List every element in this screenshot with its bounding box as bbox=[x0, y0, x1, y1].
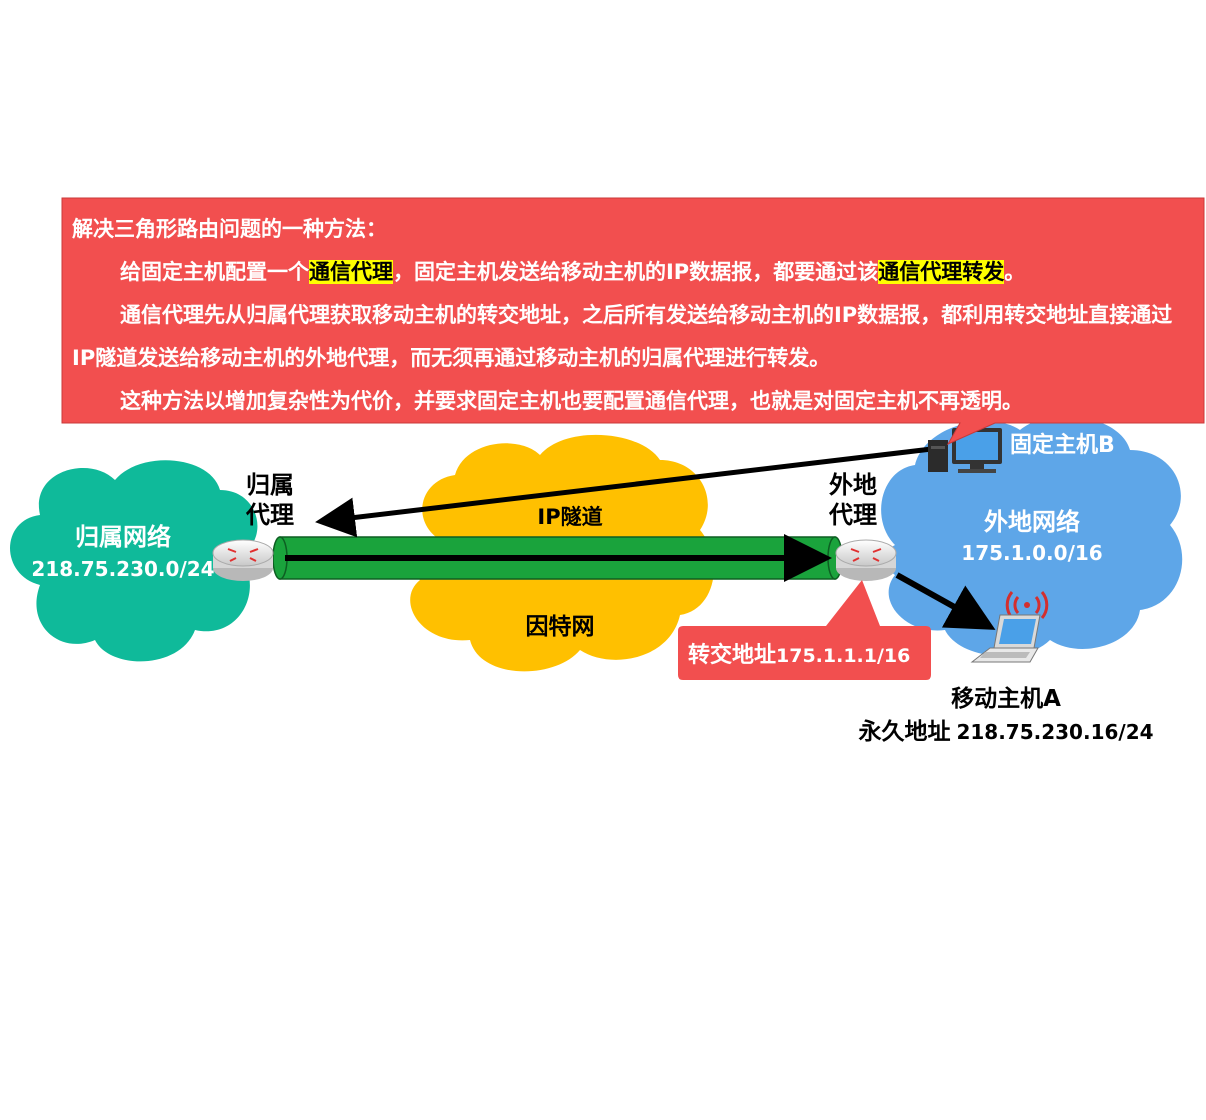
permanent-label: 永久地址 bbox=[858, 718, 950, 745]
computer-icon bbox=[928, 428, 1002, 473]
foreign-network-name: 外地网络 bbox=[984, 508, 1080, 536]
tunnel-label: IP隧道 bbox=[537, 505, 602, 529]
explanation-paragraph-3: 这种方法以增加复杂性为代价，并要求固定主机也要配置通信代理，也就是对固定主机不再… bbox=[120, 389, 1023, 413]
foreign-agent-label-2: 代理 bbox=[828, 501, 877, 529]
care-of-label-text: 转交地址 bbox=[688, 642, 776, 668]
mobile-host-name: 移动主机A bbox=[951, 686, 1061, 712]
p2-text: 通信代理先从归属代理获取移动主机的转交地址，之后所有发送给移动主机的IP数据报，… bbox=[72, 303, 1173, 370]
internet-name: 因特网 bbox=[526, 614, 595, 640]
p1-mid: ，固定主机发送给移动主机的IP数据报，都要通过该 bbox=[393, 260, 879, 284]
explanation-title: 解决三角形路由问题的一种方法： bbox=[72, 217, 387, 241]
fixed-host-label: 固定主机B bbox=[1010, 432, 1115, 458]
permanent-address: 218.75.230.16/24 bbox=[956, 720, 1153, 744]
explanation-callout bbox=[61, 197, 1205, 446]
home-agent-router-icon bbox=[212, 539, 274, 581]
home-network-prefix: 218.75.230.0/24 bbox=[31, 557, 214, 581]
laptop-icon bbox=[970, 614, 1041, 663]
highlight-forward: 通信代理转发 bbox=[878, 260, 1005, 284]
care-of-label: 转交地址175.1.1.1/16 bbox=[688, 642, 910, 668]
explanation-text: 解决三角形路由问题的一种方法： 给固定主机配置一个通信代理，固定主机发送给移动主… bbox=[72, 208, 1192, 423]
explanation-paragraph-1: 给固定主机配置一个通信代理，固定主机发送给移动主机的IP数据报，都要通过该通信代… bbox=[72, 251, 1192, 294]
p1-end: 。 bbox=[1004, 260, 1026, 284]
foreign-agent-label-1: 外地 bbox=[829, 471, 877, 499]
care-of-address: 175.1.1.1/16 bbox=[776, 645, 910, 667]
home-agent-label-2: 代理 bbox=[245, 501, 294, 529]
home-agent-label-1: 归属 bbox=[246, 471, 294, 499]
highlight-agent: 通信代理 bbox=[309, 260, 393, 284]
foreign-agent-router-icon bbox=[835, 539, 897, 581]
tunnel-left-end bbox=[272, 536, 288, 580]
wifi-icon bbox=[1005, 591, 1049, 619]
care-of-callout bbox=[678, 580, 931, 680]
explanation-paragraph-2: 通信代理先从归属代理获取移动主机的转交地址，之后所有发送给移动主机的IP数据报，… bbox=[72, 294, 1192, 380]
p1-start: 给固定主机配置一个 bbox=[120, 260, 309, 284]
foreign-network-prefix: 175.1.0.0/16 bbox=[961, 541, 1102, 565]
home-network-cloud bbox=[10, 460, 258, 662]
fixed-to-home-arrow bbox=[315, 445, 941, 538]
home-network-name: 归属网络 bbox=[75, 523, 171, 551]
foreign-to-mobile-arrow bbox=[895, 572, 996, 630]
